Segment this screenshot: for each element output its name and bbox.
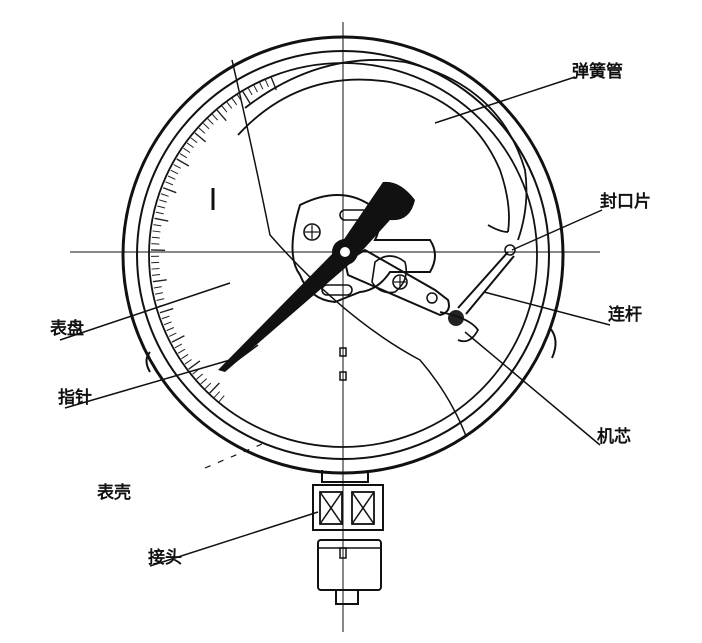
- scale-tick: [218, 395, 225, 402]
- dial-scale-ticks: [151, 76, 277, 402]
- scale-tick: [190, 137, 198, 144]
- scale-tick: [174, 343, 183, 349]
- scale-tick: [200, 378, 208, 385]
- scale-tick: [186, 142, 194, 149]
- scale-tick: [158, 199, 167, 203]
- scale-tick: [170, 169, 179, 175]
- label-connector: 接头: [148, 547, 182, 568]
- scale-tick: [194, 132, 207, 143]
- scale-tick: [184, 359, 192, 365]
- scale-tick: [156, 298, 165, 301]
- scale-tick: [154, 217, 169, 222]
- scale-tick: [226, 101, 233, 109]
- gauge-case: [121, 35, 565, 475]
- scale-tick: [151, 267, 160, 270]
- label-case: 表壳: [97, 482, 131, 503]
- scale-tick: [198, 127, 206, 134]
- scale-tick: [154, 292, 163, 295]
- scale-tick: [188, 360, 201, 370]
- scale-tick: [152, 279, 167, 283]
- scale-tick: [247, 87, 253, 96]
- scale-tick: [209, 382, 220, 394]
- scale-tick: [202, 122, 210, 130]
- scale-tick: [155, 211, 164, 215]
- scale-tick: [152, 230, 161, 233]
- label-link-rod: 连杆: [608, 304, 642, 325]
- scale-tick: [176, 158, 190, 167]
- scale-tick: [162, 187, 177, 194]
- scale-tick: [160, 193, 169, 197]
- scale-tick: [207, 118, 214, 125]
- leader-lines: [59, 76, 611, 567]
- scale-tick: [211, 114, 219, 121]
- side-lugs: [145, 327, 557, 373]
- scale-tick: [166, 327, 175, 332]
- scale-tick: [173, 164, 181, 169]
- scale-tick: [242, 90, 251, 104]
- label-movement: 机芯: [597, 426, 631, 447]
- scale-tick: [167, 175, 176, 180]
- scale-tick: [253, 84, 258, 93]
- scale-tick: [151, 236, 160, 239]
- label-seal-piece: 封口片: [600, 191, 651, 212]
- label-pointer: 指针: [58, 387, 92, 408]
- scale-tick: [152, 274, 161, 276]
- scale-tick: [216, 109, 227, 122]
- scale-tick: [258, 81, 264, 90]
- scale-tick: [153, 224, 162, 227]
- bourdon-tube: [237, 59, 528, 256]
- scale-tick: [159, 307, 174, 314]
- scale-tick: [153, 286, 162, 289]
- connector: [312, 347, 384, 605]
- link-rod: [343, 248, 515, 343]
- label-bourdon-tube: 弹簧管: [572, 61, 623, 82]
- scale-tick: [221, 105, 228, 113]
- label-dial: 表盘: [50, 318, 84, 339]
- scale-tick: [264, 79, 269, 87]
- scale-tick: [171, 335, 185, 343]
- scale-tick: [231, 98, 238, 106]
- scale-tick: [165, 181, 174, 186]
- scale-tick: [157, 205, 166, 209]
- pointer: [218, 181, 415, 372]
- scale-tick: [161, 315, 170, 320]
- scale-tick: [196, 373, 203, 380]
- scale-tick: [163, 321, 172, 326]
- scale-tick: [213, 391, 221, 398]
- scale-tick: [177, 348, 186, 354]
- scale-tick: [236, 94, 243, 102]
- scale-tick: [183, 147, 191, 154]
- scale-tick: [179, 153, 188, 159]
- seal-piece: [504, 244, 516, 256]
- scale-tick: [181, 353, 189, 360]
- scale-tick: [204, 382, 212, 389]
- scale-tick: [168, 332, 177, 337]
